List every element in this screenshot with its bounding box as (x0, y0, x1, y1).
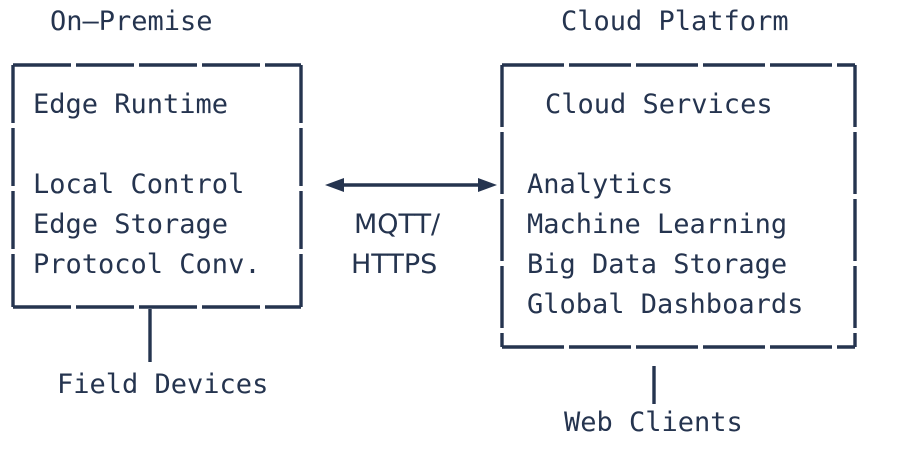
bidirectional-arrow-icon (325, 178, 497, 192)
right-box-item-big-data-storage: Big Data Storage (527, 249, 788, 280)
right-box-heading: Cloud Services (545, 89, 773, 120)
right-box-item-machine-learning: Machine Learning (527, 209, 788, 240)
field-devices-label: Field Devices (57, 369, 269, 400)
connector-label-line2: HTTPS (351, 249, 438, 280)
left-box-item-local-control: Local Control (33, 169, 245, 200)
web-clients-label: Web Clients (564, 407, 743, 438)
left-group-title: On–Premise (50, 6, 213, 37)
left-box-heading: Edge Runtime (33, 89, 229, 120)
right-group-title: Cloud Platform (561, 6, 789, 37)
left-box-item-protocol-conv: Protocol Conv. (33, 249, 261, 280)
connector-label-line1: MQTT/ (354, 209, 441, 240)
left-box-item-edge-storage: Edge Storage (33, 209, 229, 240)
right-box-item-analytics: Analytics (527, 169, 674, 200)
right-box-item-global-dashboards: Global Dashboards (527, 289, 804, 320)
